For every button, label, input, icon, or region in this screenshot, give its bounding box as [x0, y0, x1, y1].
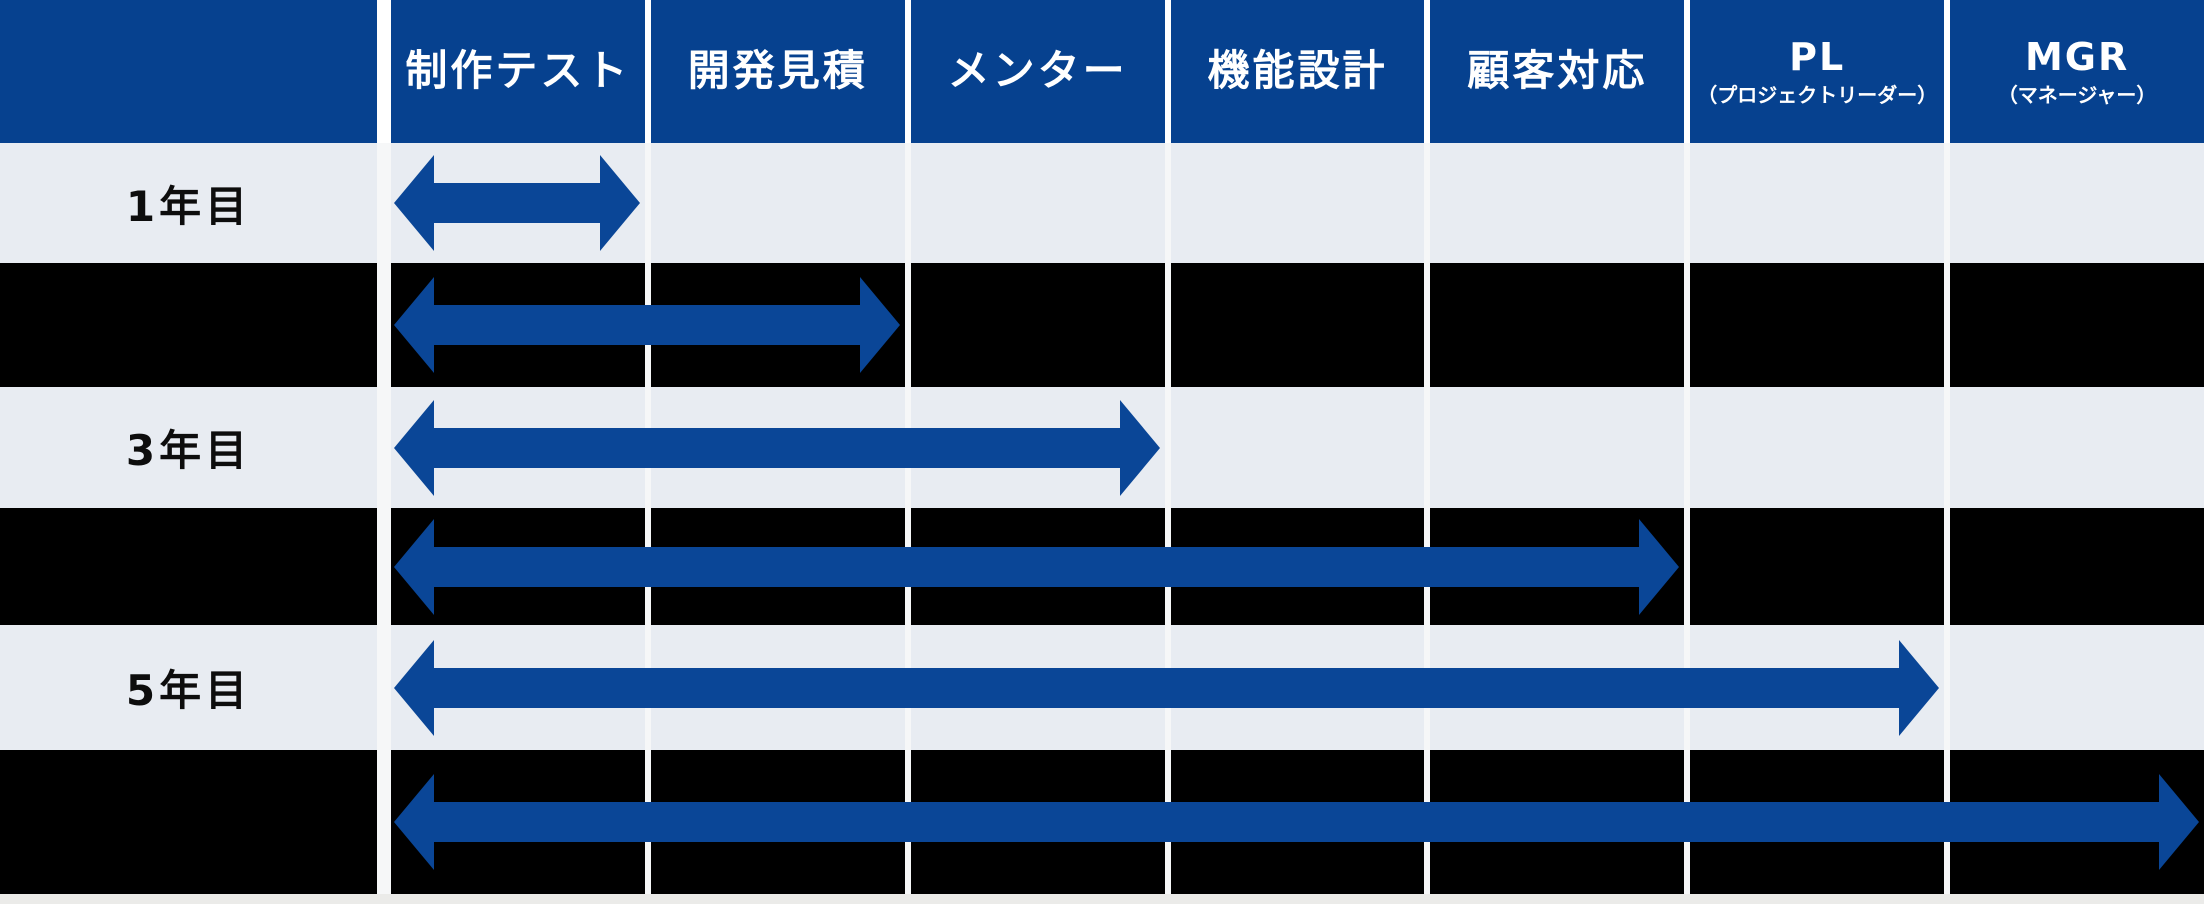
- cell-r3c2: [650, 387, 905, 508]
- header-cell-7: MGR（マネージャー）: [1950, 0, 2204, 143]
- cell-r1c2: [650, 143, 905, 263]
- cell-r2c7: [1950, 263, 2204, 387]
- cell-r4c6: [1690, 508, 1945, 625]
- cell-r1c5: [1430, 143, 1685, 263]
- cell-r3c5: [1430, 387, 1685, 508]
- table-row-1: 1年目: [0, 143, 2204, 263]
- cell-r3c7: [1950, 387, 2204, 508]
- cell-r6c4: [1170, 750, 1425, 894]
- label-column-gap: [383, 387, 385, 508]
- cell-r4c5: [1430, 508, 1685, 625]
- cell-r1c1: [391, 143, 645, 263]
- header-title: 顧客対応: [1467, 46, 1648, 96]
- cell-r2c3: [910, 263, 1165, 387]
- cell-r1c3: [910, 143, 1165, 263]
- label-column-gap: [383, 508, 385, 625]
- label-column-gap: [383, 0, 385, 143]
- cell-r6c6: [1690, 750, 1945, 894]
- header-cell-years: [0, 0, 377, 143]
- cell-r4c3: [910, 508, 1165, 625]
- label-column-gap: [383, 750, 385, 894]
- row-label-6: [0, 750, 377, 894]
- header-cell-2: 開発見積: [650, 0, 905, 143]
- cell-r2c6: [1690, 263, 1945, 387]
- cell-r6c7: [1950, 750, 2204, 894]
- header-title: PL: [1789, 35, 1846, 80]
- row-label-1: 1年目: [0, 143, 377, 263]
- cell-r6c1: [391, 750, 645, 894]
- cell-r6c2: [650, 750, 905, 894]
- label-column-gap: [383, 143, 385, 263]
- cell-r3c3: [910, 387, 1165, 508]
- cell-r5c4: [1170, 625, 1425, 750]
- cell-r3c6: [1690, 387, 1945, 508]
- table-row-5: 5年目: [0, 625, 2204, 750]
- table-row-3: 3年目: [0, 387, 2204, 508]
- body-rows: 1年目 3年目 5年目: [0, 143, 2204, 894]
- cell-r5c5: [1430, 625, 1685, 750]
- header-title: 制作テスト: [405, 46, 631, 96]
- header-cell-4: 機能設計: [1170, 0, 1425, 143]
- cell-r5c6: [1690, 625, 1945, 750]
- cell-r1c7: [1950, 143, 2204, 263]
- bottom-strip: [0, 894, 2204, 904]
- header-subtitle: （プロジェクトリーダー）: [1697, 82, 1938, 107]
- label-column-gap: [383, 625, 385, 750]
- header-title: MGR: [2024, 35, 2130, 80]
- cell-r5c7: [1950, 625, 2204, 750]
- cell-r6c3: [910, 750, 1165, 894]
- cell-r2c1: [391, 263, 645, 387]
- header-cell-3: メンター: [910, 0, 1165, 143]
- cell-r2c5: [1430, 263, 1685, 387]
- cell-r5c1: [391, 625, 645, 750]
- cell-r2c4: [1170, 263, 1425, 387]
- header-title: 開発見積: [687, 46, 868, 96]
- label-column-gap: [383, 263, 385, 387]
- header-title: 機能設計: [1207, 46, 1388, 96]
- header-cell-6: PL（プロジェクトリーダー）: [1690, 0, 1945, 143]
- cell-r4c7: [1950, 508, 2204, 625]
- row-label-4: [0, 508, 377, 625]
- table-row-6: [0, 750, 2204, 894]
- header-cell-1: 制作テスト: [391, 0, 645, 143]
- cell-r4c4: [1170, 508, 1425, 625]
- cell-r5c2: [650, 625, 905, 750]
- cell-r3c4: [1170, 387, 1425, 508]
- table-row-2: [0, 263, 2204, 387]
- table-row-4: [0, 508, 2204, 625]
- row-label-3: 3年目: [0, 387, 377, 508]
- header-subtitle: （マネージャー）: [1997, 82, 2157, 107]
- header-cell-5: 顧客対応: [1430, 0, 1685, 143]
- cell-r4c2: [650, 508, 905, 625]
- row-label-2: [0, 263, 377, 387]
- cell-r6c5: [1430, 750, 1685, 894]
- cell-r5c3: [910, 625, 1165, 750]
- row-label-5: 5年目: [0, 625, 377, 750]
- cell-r1c6: [1690, 143, 1945, 263]
- cell-r3c1: [391, 387, 645, 508]
- cell-r4c1: [391, 508, 645, 625]
- cell-r1c4: [1170, 143, 1425, 263]
- cell-r2c2: [650, 263, 905, 387]
- header-title: メンター: [947, 46, 1128, 96]
